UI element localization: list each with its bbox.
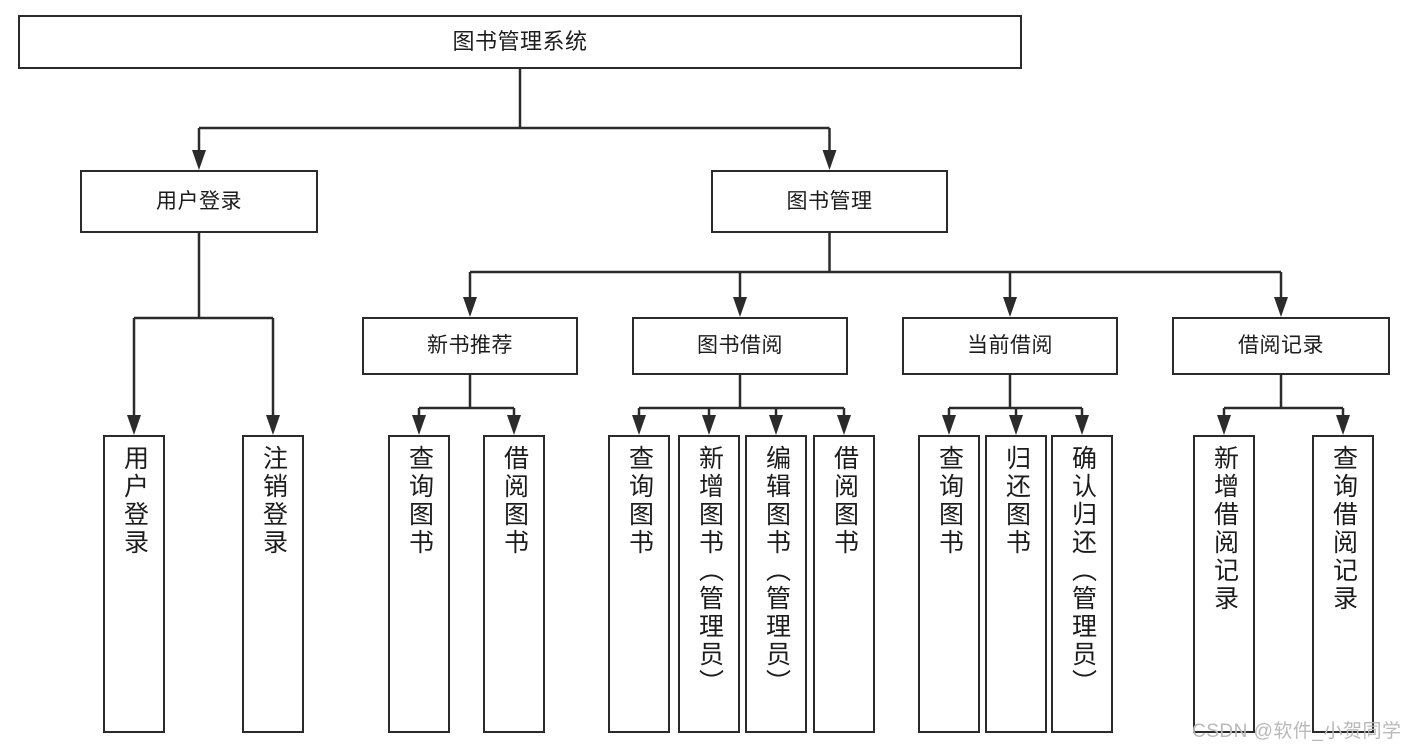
node-label: 借阅图书	[830, 445, 859, 557]
node-label: 图书管理	[786, 189, 873, 213]
node-l-borrow-book-2[interactable]: 借阅图书	[813, 435, 875, 733]
node-l-confirm-return[interactable]: 确认归还（管理员）	[1051, 435, 1113, 733]
node-label: 查询借阅记录	[1329, 445, 1358, 613]
edge-arrowhead	[1003, 297, 1017, 317]
node-l-query-record[interactable]: 查询借阅记录	[1312, 435, 1374, 733]
node-n-book-mgmt[interactable]: 图书管理	[711, 170, 948, 233]
node-label: 当前借阅	[967, 334, 1053, 358]
node-label: 编辑图书（管理员）	[762, 445, 791, 697]
node-label: 新增借阅记录	[1210, 445, 1239, 613]
node-n-user-login[interactable]: 用户登录	[80, 170, 318, 233]
edge-arrowhead	[412, 415, 426, 435]
edge-arrowhead	[942, 415, 956, 435]
node-l-query-book-2[interactable]: 查询图书	[608, 435, 670, 733]
node-root[interactable]: 图书管理系统	[18, 15, 1022, 69]
edge-arrowhead	[632, 415, 646, 435]
node-label: 新书推荐	[427, 334, 513, 358]
node-label: 归还图书	[1002, 445, 1031, 557]
edge-arrowhead	[1274, 297, 1288, 317]
node-label: 图书借阅	[697, 334, 783, 358]
node-l-add-book[interactable]: 新增图书（管理员）	[678, 435, 740, 733]
node-label: 确认归还（管理员）	[1068, 445, 1097, 697]
node-l-borrow-book-1[interactable]: 借阅图书	[483, 435, 545, 733]
node-label: 新增图书（管理员）	[695, 445, 724, 697]
node-label: 用户登录	[120, 445, 149, 557]
edge-arrowhead	[822, 150, 837, 170]
node-l-user-login[interactable]: 用户登录	[103, 435, 165, 733]
edge-arrowhead	[463, 297, 477, 317]
edge-arrowhead	[1009, 415, 1023, 435]
edge-arrowhead	[837, 415, 851, 435]
edge-arrowhead	[733, 297, 747, 317]
edge-arrowhead	[1075, 415, 1089, 435]
node-n-borrow-record[interactable]: 借阅记录	[1172, 317, 1390, 375]
node-l-add-record[interactable]: 新增借阅记录	[1193, 435, 1255, 733]
edge-arrowhead	[127, 415, 141, 435]
edge-arrowhead	[266, 415, 280, 435]
node-label: 借阅图书	[500, 445, 529, 557]
watermark: CSDN @软件_小贺同学	[1192, 721, 1402, 742]
node-label: 查询图书	[405, 445, 434, 557]
node-label: 用户登录	[156, 189, 242, 213]
node-l-query-book-1[interactable]: 查询图书	[388, 435, 450, 733]
edge-arrowhead	[1336, 415, 1350, 435]
node-label: 借阅记录	[1238, 334, 1324, 358]
node-label: 注销登录	[259, 445, 288, 557]
node-l-logout[interactable]: 注销登录	[242, 435, 304, 733]
node-l-return-book[interactable]: 归还图书	[985, 435, 1047, 733]
edge-arrowhead	[769, 415, 783, 435]
edge-arrowhead	[702, 415, 716, 435]
node-l-edit-book[interactable]: 编辑图书（管理员）	[745, 435, 807, 733]
node-n-new-book-rec[interactable]: 新书推荐	[362, 317, 578, 375]
node-label: 查询图书	[625, 445, 654, 557]
node-n-book-borrow[interactable]: 图书借阅	[632, 317, 848, 375]
edge-arrowhead	[1217, 415, 1231, 435]
edge-arrowhead	[192, 150, 206, 170]
node-l-query-book-3[interactable]: 查询图书	[918, 435, 980, 733]
node-n-current-borrow[interactable]: 当前借阅	[902, 317, 1118, 375]
edge-arrowhead	[507, 415, 521, 435]
node-label: 查询图书	[935, 445, 964, 557]
node-label: 图书管理系统	[452, 28, 588, 54]
